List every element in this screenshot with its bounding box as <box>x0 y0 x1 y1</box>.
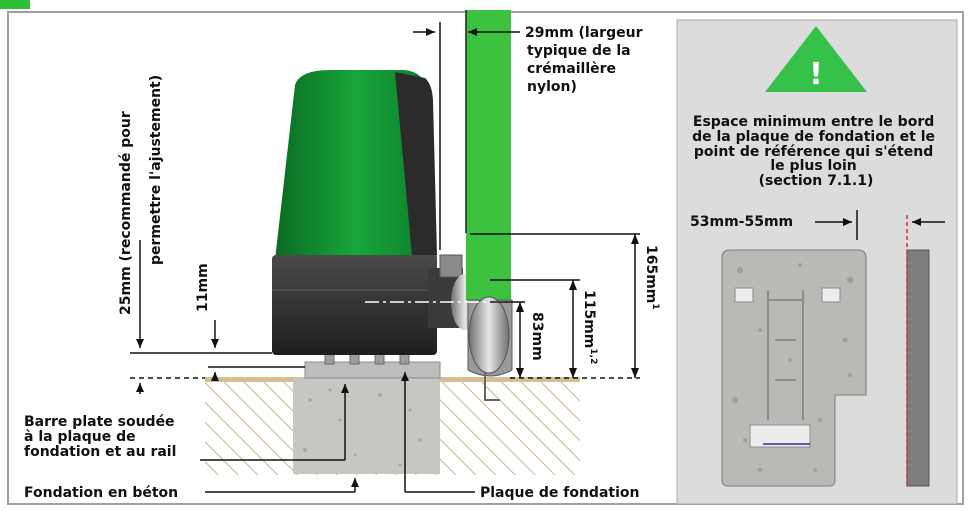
gate-wheel <box>468 296 510 374</box>
motor-housing <box>272 255 437 355</box>
plate-slots <box>767 290 804 420</box>
gate-edge-profile <box>906 249 930 487</box>
base-plate-label: Plaque de fondation <box>480 485 639 501</box>
concrete-foundation <box>293 378 440 474</box>
dim-11-label: 11mm <box>195 263 211 312</box>
warning-mark: ! <box>809 57 823 92</box>
plate-cutouts <box>734 287 841 448</box>
gap-label: 53mm-55mm <box>690 214 793 230</box>
adjust-label-1: 25mm (recommandé pour <box>118 111 134 315</box>
foundation-label: Fondation en béton <box>24 485 178 501</box>
motor-cover <box>275 70 437 260</box>
dim-83-arrowhead-bottom <box>516 368 524 378</box>
concrete-speckles <box>303 388 422 467</box>
dim-165-arrowhead-top <box>631 234 639 244</box>
plate-texture <box>732 263 853 473</box>
dim-115-label: 115mm1,2 <box>581 290 598 364</box>
dim-165-arrowhead-bottom <box>631 368 639 378</box>
limit-switch <box>439 254 463 278</box>
rack-width-label: 29mm (largeur typique de la crémaillère … <box>525 25 647 95</box>
dim-83-label: 83mm <box>529 312 545 361</box>
adjust-label-2: permettre l'ajustement) <box>148 75 164 265</box>
dim-115-arrowhead-bottom <box>569 368 577 378</box>
dim-115-arrowhead-top <box>569 280 577 290</box>
min-space-label: Espace minimum entre le bord de la plaqu… <box>692 114 940 189</box>
dim-165-label: 165mm1 <box>643 245 660 310</box>
warning-triangle-icon <box>765 26 867 92</box>
corner-tab <box>0 0 30 9</box>
motor-cover-side <box>395 72 437 255</box>
dim-83-arrowhead-top <box>516 302 524 312</box>
rail <box>484 372 500 401</box>
nylon-rack <box>466 10 511 300</box>
flat-bar-label: Barre plate soudée à la plaque de fondat… <box>24 414 179 460</box>
